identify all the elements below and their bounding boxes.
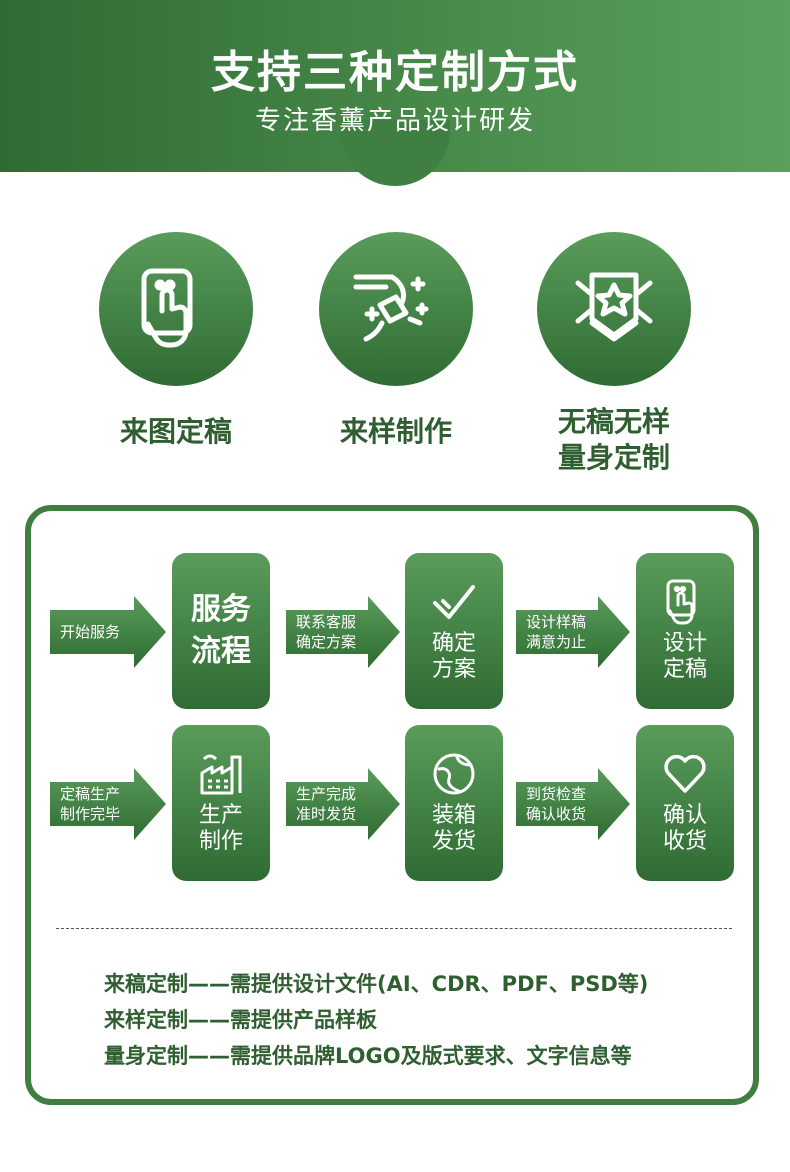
method-custom-design[interactable]: 无稿无样 量身定制 — [514, 232, 714, 476]
note-draft-custom: 来稿定制——需提供设计文件(AI、CDR、PDF、PSD等) — [104, 972, 649, 996]
step-service-flow: 服务 流程 — [172, 553, 270, 709]
hand-tap-icon — [666, 579, 696, 625]
dashed-divider — [56, 928, 732, 929]
arrow-text: 定稿生产 制作完毕 — [50, 768, 120, 840]
page-title: 支持三种定制方式 — [211, 47, 579, 98]
arrow-text-line1: 定稿生产 — [60, 785, 121, 803]
step-design-final: 设计 定稿 — [636, 553, 734, 709]
arrow-text-line2: 确定方案 — [296, 633, 357, 651]
globe-icon — [433, 753, 475, 795]
arrow-text: 设计样稿 满意为止 — [516, 596, 586, 668]
step-confirm-receipt: 确认 收货 — [636, 725, 734, 881]
method-circle — [537, 232, 691, 386]
arrow-ship-on-time: 生产完成 准时发货 — [286, 768, 400, 840]
method-label-line2: 量身定制 — [557, 441, 670, 474]
method-circle — [99, 232, 253, 386]
flow-title-line2: 流程 — [191, 634, 251, 669]
arrow-text: 到货检查 确认收货 — [516, 768, 586, 840]
arrow-text-line1: 联系客服 — [296, 613, 357, 631]
arrow-contact-service: 联系客服 确定方案 — [286, 596, 400, 668]
arrow-design-sample: 设计样稿 满意为止 — [516, 596, 630, 668]
badge-star-icon — [575, 272, 653, 342]
arrow-text-line2: 确认收货 — [526, 805, 587, 823]
hand-tap-icon — [141, 268, 193, 348]
step-text-line1: 确定 — [431, 631, 476, 656]
arrow-inspect-goods: 到货检查 确认收货 — [516, 768, 630, 840]
step-text-line2: 定稿 — [662, 657, 707, 682]
arrow-text-line1: 生产完成 — [296, 785, 357, 803]
arrow-text: 开始服务 — [60, 623, 121, 641]
arrow-text-line2: 满意为止 — [526, 633, 587, 651]
method-label: 来图定稿 — [119, 415, 232, 448]
arrow-text-line2: 准时发货 — [296, 805, 357, 823]
step-confirm-plan: 确定 方案 — [405, 553, 503, 709]
step-text-line2: 收货 — [662, 829, 707, 854]
step-text-line2: 方案 — [431, 657, 476, 682]
arrow-finalize-production: 定稿生产 制作完毕 — [50, 768, 166, 840]
note-tailor-custom: 量身定制——需提供品牌LOGO及版式要求、文字信息等 — [104, 1044, 632, 1068]
method-sample-make[interactable]: 来样制作 — [296, 232, 496, 450]
step-text-line1: 生产 — [198, 803, 243, 828]
arrow-text: 生产完成 准时发货 — [286, 768, 356, 840]
method-label-line1: 无稿无样 — [557, 405, 670, 438]
arrow-text: 联系客服 确定方案 — [286, 596, 356, 668]
arrow-text-line2: 制作完毕 — [60, 805, 121, 823]
factory-icon — [200, 754, 242, 795]
arrow-text-line1: 到货检查 — [526, 785, 587, 803]
arrow-start-service: 开始服务 — [50, 596, 166, 668]
checkmark-icon — [433, 585, 475, 619]
arrow-text-line1: 设计样稿 — [526, 613, 587, 631]
note-sample-custom: 来样定制——需提供产品样板 — [104, 1008, 377, 1032]
method-circle — [319, 232, 473, 386]
step-text-line1: 确认 — [662, 803, 707, 828]
heart-icon — [664, 754, 706, 793]
page-subtitle: 专注香薰产品设计研发 — [254, 106, 535, 136]
step-text-line2: 发货 — [431, 829, 476, 854]
step-text-line1: 装箱 — [431, 803, 476, 828]
step-text-line2: 制作 — [198, 829, 243, 854]
method-image-draft[interactable]: 来图定稿 — [76, 232, 276, 450]
spray-icon — [353, 274, 429, 342]
flow-title-line1: 服务 — [191, 592, 251, 627]
method-label: 来样制作 — [339, 415, 452, 448]
step-text-line1: 设计 — [662, 631, 707, 656]
step-pack-ship: 装箱 发货 — [405, 725, 503, 881]
step-production: 生产 制作 — [172, 725, 270, 881]
